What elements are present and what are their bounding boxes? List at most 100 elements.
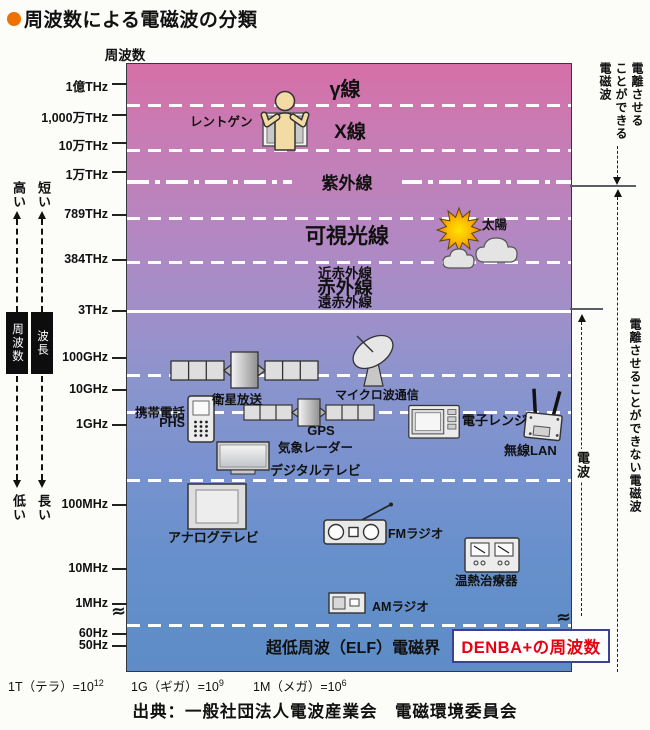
footnote-tera: 1T（テラ）=1012 <box>8 676 104 695</box>
axis-tick-label: 10万THz <box>58 139 108 153</box>
microwave-oven-icon <box>408 402 460 439</box>
footnote-mega: 1M（メガ）=106 <box>253 676 347 695</box>
gamma-ray-label: γ線 <box>329 79 361 101</box>
page-title-text: 周波数による電磁波の分類 <box>24 10 258 31</box>
fm-radio-label: FMラジオ <box>388 527 444 541</box>
source-caption: 出典：一般社団法人電波産業会 電磁環境委員会 <box>132 703 518 721</box>
gps-satellite-icon <box>243 397 375 428</box>
fm-radio-icon <box>322 500 400 546</box>
am-radio-icon <box>328 592 366 614</box>
footnote-giga: 1G（ギガ）=109 <box>131 676 224 695</box>
band-separator-dashed <box>127 104 571 107</box>
axis-tick-label: 10GHz <box>69 382 108 396</box>
radio-wave-note: 電波 <box>574 449 591 481</box>
axis-tick-label: 1万THz <box>65 168 108 182</box>
wavelength-box-label: 波長 <box>31 312 53 374</box>
uv-label: 紫外線 <box>292 169 402 194</box>
wave-down-arrow-line <box>41 376 43 480</box>
infrared-label: 赤外線 <box>317 277 373 298</box>
wireless-router-icon <box>520 387 568 445</box>
sun-icon <box>428 203 490 259</box>
ionizing-note-line3: 電磁波 <box>598 62 612 101</box>
far-infrared-label: 遠赤外線 <box>318 295 372 310</box>
weather-radar-label: 気象レーダー <box>278 441 354 455</box>
thermal-therapy-icon <box>464 537 520 575</box>
analog-tv-label: アナログテレビ <box>168 530 259 545</box>
ionizing-note: 電離させる ことができる 電磁波 <box>596 62 645 180</box>
band-separator-dashed <box>127 149 571 152</box>
footnote-mega-exp: 6 <box>341 677 347 688</box>
axis-tick-mark <box>112 424 127 426</box>
footnote-mega-base: 1M（メガ）=10 <box>253 680 342 694</box>
axis-tick-label: 1,000万THz <box>41 111 108 125</box>
mobile-phone-icon <box>187 395 215 443</box>
frequency-box-label: 周波数 <box>6 312 28 374</box>
axis-tick-label: 100GHz <box>62 350 108 364</box>
axis-tick-label: 100MHz <box>61 497 108 511</box>
gps-label: GPS <box>307 423 335 438</box>
axis-tick-mark <box>112 645 127 647</box>
clouds-icon <box>440 234 520 274</box>
visible-light-label: 可視光線 <box>305 225 389 248</box>
microwave-comm-label: マイクロ波通信 <box>335 388 419 402</box>
thermal-therapy-label: 温熱治療器 <box>455 574 518 588</box>
axis-break-left-icon: ≈ <box>109 600 128 623</box>
axis-tick-label: 789THz <box>64 207 108 221</box>
band-separator-solid <box>127 310 571 313</box>
analog-tv-icon <box>187 483 247 530</box>
axis-tick-mark <box>112 504 127 506</box>
sun-label: 太陽 <box>482 218 508 232</box>
ionizing-note-line1: 電離させる <box>630 62 644 127</box>
ionizing-boundary-line <box>570 185 636 187</box>
denba-frequency-badge: DENBA+の周波数 <box>452 629 610 663</box>
ionizing-note-line2: ことができる <box>614 62 628 140</box>
axis-tick-label: 1MHz <box>75 596 108 610</box>
wave-up-arrowhead-icon <box>38 211 46 219</box>
axis-tick-mark <box>112 568 127 570</box>
axis-tick-label: 50Hz <box>78 638 108 652</box>
xray-person-icon <box>252 90 318 152</box>
axis-tick-label: 1GHz <box>76 417 108 431</box>
axis-tick-mark <box>112 171 127 173</box>
axis-tick-mark <box>112 389 127 391</box>
mobile-phone-label: 携帯電話 <box>134 406 185 420</box>
digital-tv-icon <box>216 441 270 475</box>
satellite-broadcast-icon <box>170 350 320 390</box>
phs-label: PHS <box>159 416 185 430</box>
axis-tick-mark <box>112 114 127 116</box>
axis-tick-mark <box>112 83 127 85</box>
axis-break-right-icon: ≈ <box>554 606 573 629</box>
axis-tick-mark <box>112 310 127 312</box>
axis-tick-mark <box>112 633 127 635</box>
radio-wave-boundary-line <box>570 308 603 310</box>
band-separator-dashed <box>127 217 571 220</box>
footnote-giga-base: 1G（ギガ）=10 <box>131 680 219 694</box>
axis-tick-mark <box>112 603 127 605</box>
ionizing-arrowhead-icon <box>613 177 621 185</box>
footnote-giga-exp: 9 <box>218 677 224 688</box>
axis-tick-mark <box>112 214 127 216</box>
microwave-dish-icon <box>344 334 404 388</box>
freq-low-label: 低い <box>11 494 26 522</box>
axis-title: 周波数 <box>104 48 146 63</box>
roentgen-label: レントゲン <box>190 115 253 129</box>
microwave-oven-label: 電子レンジ <box>462 413 528 428</box>
page-title: 周波数による電磁波の分類 <box>7 5 257 32</box>
freq-up-arrowhead-icon <box>13 211 21 219</box>
axis-tick-mark <box>112 142 127 144</box>
freq-down-arrowhead-icon <box>13 480 21 488</box>
digital-tv-label: デジタルテレビ <box>270 463 361 478</box>
denba-frequency-label: DENBA+の周波数 <box>461 639 601 657</box>
band-separator-dashed <box>127 479 571 482</box>
axis-tick-label: 10MHz <box>68 561 108 575</box>
satellite-broadcast-label: 衛星放送 <box>212 393 263 407</box>
non-ionizing-note: 電離させることができない電磁波 <box>628 318 642 513</box>
elf-field-label: 超低周波（ELF）電磁界 <box>265 640 441 657</box>
freq-up-arrow-line <box>16 219 18 312</box>
band-separator-dashed <box>127 261 571 264</box>
axis-tick-label: 1億THz <box>65 80 108 94</box>
wave-short-label: 短い <box>36 181 51 209</box>
xray-label: X線 <box>334 122 366 143</box>
axis-tick-mark <box>112 357 127 359</box>
